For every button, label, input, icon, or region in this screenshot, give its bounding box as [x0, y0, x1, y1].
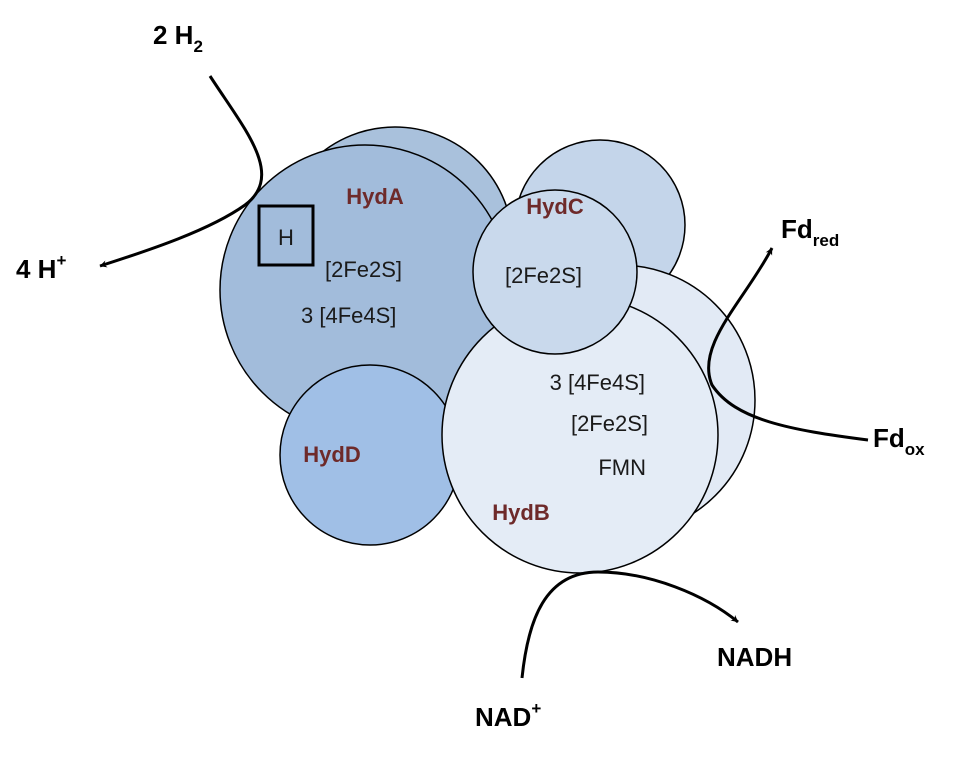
h2-oxidation-arrow [99, 75, 264, 268]
hydC-label: HydC [526, 194, 584, 219]
hydB-cofactor: 3 [4Fe4S] [550, 370, 645, 395]
nadh-label: NADH [717, 642, 792, 672]
hydA-label: HydA [346, 184, 404, 209]
hydC-circle [472, 189, 638, 355]
hydC-cofactor: [2Fe2S] [505, 263, 582, 288]
nad-plus-label: NAD+ [475, 699, 541, 732]
active-site-label: H [278, 225, 294, 250]
fd-ox-label: Fdox [873, 423, 925, 459]
h-plus-label: 4 H+ [16, 251, 66, 284]
fd-reduction-arrow [707, 247, 869, 442]
fd-red-label: Fdred [781, 214, 839, 250]
active-site-box [257, 204, 315, 267]
hydB-cofactor: [2Fe2S] [571, 411, 648, 436]
hydD-label: HydD [303, 442, 360, 467]
hydA-cofactor: [2Fe2S] [325, 257, 402, 282]
h2-label: 2 H2 [153, 20, 203, 56]
hydA-cofactor: 3 [4Fe4S] [301, 303, 396, 328]
hydB-cofactor: FMN [598, 455, 646, 480]
nad-reduction-arrow [520, 570, 739, 679]
hydB-label: HydB [492, 500, 549, 525]
